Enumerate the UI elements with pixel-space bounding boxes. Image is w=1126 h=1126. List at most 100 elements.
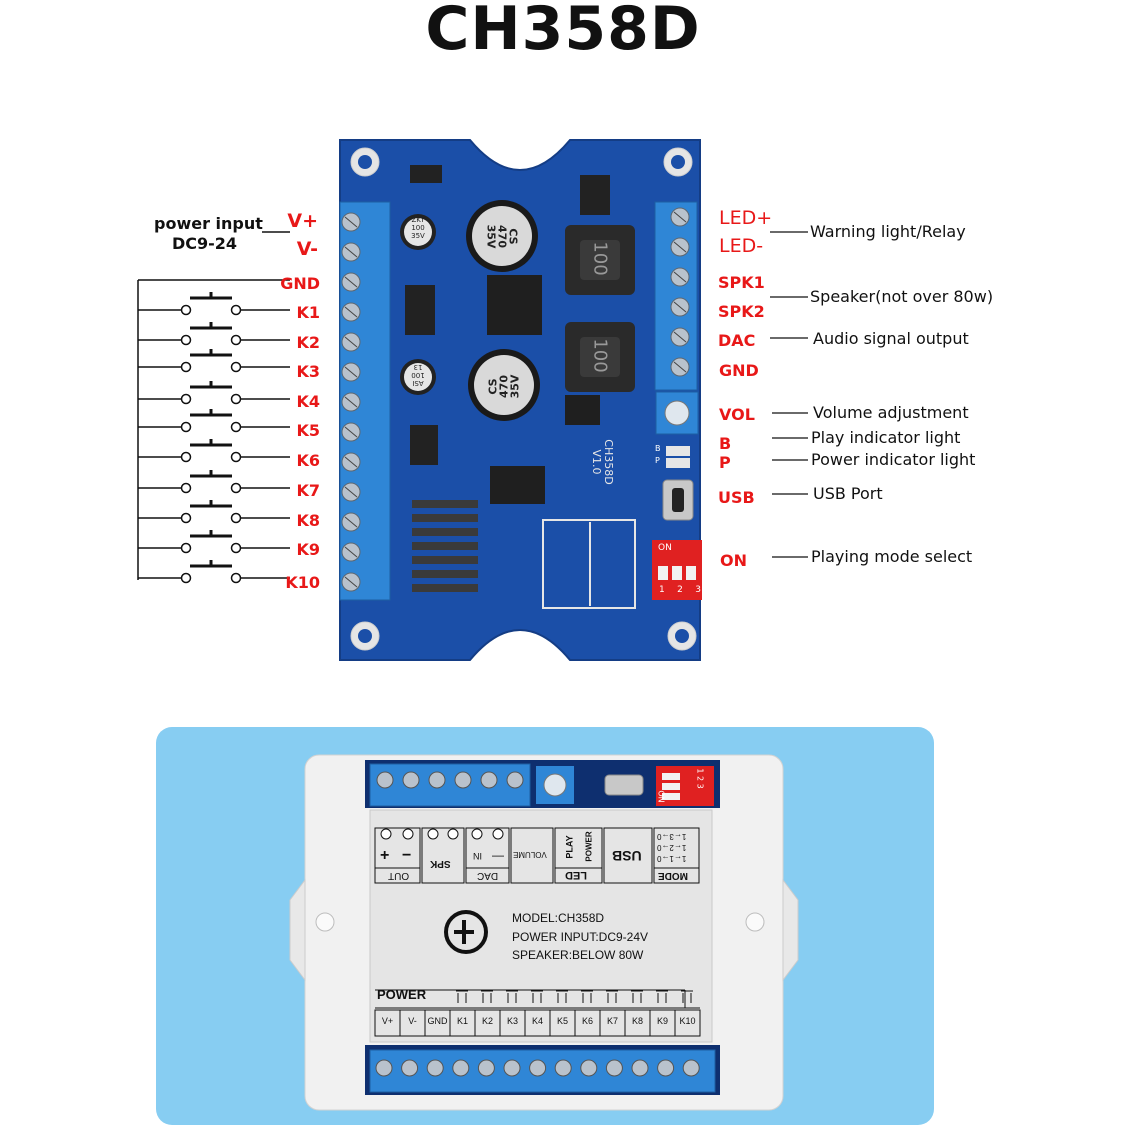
chip-main [487, 275, 542, 335]
pin-k10: K10 [285, 573, 320, 592]
pin-led-plus: LED+ [719, 207, 773, 229]
bottom-label-vplus: V+ [381, 1016, 394, 1026]
power-input-text: POWER INPUT:DC9-24V [512, 930, 649, 944]
terminal-screw [580, 1059, 598, 1077]
switch-icon [681, 990, 693, 1003]
pin-k2: K2 [296, 333, 320, 352]
usb-label: USB [612, 848, 642, 864]
volume-label: VOLUME [513, 850, 547, 859]
pin-usb: USB [718, 488, 755, 507]
dip-switch [652, 540, 702, 600]
mode-label: MODE [658, 870, 688, 881]
switch-contact [180, 361, 192, 373]
out-minus: − [402, 847, 412, 864]
switch-contact [230, 572, 242, 584]
terminal-screw [402, 771, 420, 789]
power-input-label: power input [154, 214, 263, 233]
power-plate-label: POWER [377, 987, 427, 1002]
regulator-2 [410, 425, 438, 465]
desc-led: Warning light/Relay [810, 222, 966, 241]
switch-contact [180, 512, 192, 524]
terminal-screw [503, 1059, 521, 1077]
terminal-screw [480, 771, 498, 789]
pin-k8: K8 [296, 511, 320, 530]
capacitor-1 [466, 200, 538, 272]
led-b [666, 446, 690, 456]
mount-hole-right [745, 912, 765, 932]
terminal-screw [631, 1059, 649, 1077]
desc-power-light: Power indicator light [811, 450, 976, 469]
top-terminal-block [369, 763, 531, 807]
terminal-screw [682, 1059, 700, 1077]
label-plate [369, 809, 713, 1043]
switch-contact [230, 451, 242, 463]
bottom-label-gnd: GND [427, 1016, 448, 1026]
switch-contact [230, 482, 242, 494]
bottom-label-k5: K5 [556, 1016, 568, 1026]
pin-on: ON [720, 551, 747, 570]
bottom-label-k1: K1 [456, 1016, 468, 1026]
desc-dac: Audio signal output [813, 329, 969, 348]
bottom-label-k9: K9 [656, 1016, 668, 1026]
board-diagram [137, 139, 808, 661]
page-title: CH358D [425, 0, 701, 64]
switch-contact [230, 304, 242, 316]
desc-play-light: Play indicator light [811, 428, 961, 447]
desc-volume: Volume adjustment [813, 403, 969, 422]
pin-k7: K7 [296, 481, 320, 500]
switch-contact [180, 334, 192, 346]
power-input-range: DC9-24 [172, 234, 238, 253]
regulator [405, 285, 435, 335]
capacitor-2 [468, 349, 540, 421]
mode-rows: 1←1→0 1←2→0 1←3→0 [657, 832, 687, 863]
power-led-label: POWER [584, 831, 594, 862]
brand-logo [444, 910, 488, 954]
pin-gnd-right: GND [719, 361, 759, 380]
terminal-screw [428, 771, 446, 789]
terminal-screw [401, 1059, 419, 1077]
switch-contact [230, 393, 242, 405]
led-p [666, 458, 690, 468]
pin-k3: K3 [296, 362, 320, 381]
bottom-label-k7: K7 [606, 1016, 618, 1026]
pin-b: B [719, 434, 732, 453]
dac-label: DAC [477, 870, 499, 881]
pin-dac: DAC [718, 331, 756, 350]
terminal-screw [477, 1059, 495, 1077]
desc-usb: USB Port [813, 484, 883, 503]
bottom-label-k4: K4 [531, 1016, 543, 1026]
leader-lines [770, 231, 808, 558]
board-led-b-label: B [655, 444, 661, 453]
switch-contact [180, 393, 192, 405]
pin-spk1: SPK1 [718, 273, 765, 292]
switch-contact [180, 482, 192, 494]
pin-v-plus: V+ [287, 210, 318, 232]
switch-icon [456, 990, 468, 1003]
switch-icon [631, 990, 643, 1003]
switch-contact [230, 512, 242, 524]
pin-k9: K9 [296, 540, 320, 559]
top-dip-on: ON [656, 790, 666, 803]
chip-audio [490, 466, 545, 504]
pin-k5: K5 [296, 421, 320, 440]
resistor-array [412, 500, 478, 592]
switch-contact [180, 451, 192, 463]
bottom-label-k2: K2 [481, 1016, 493, 1026]
pin-k4: K4 [296, 392, 320, 411]
top-usb [604, 774, 644, 796]
led-label: LED [565, 869, 587, 881]
in-label: IN [473, 851, 482, 861]
left-terminal-block [339, 201, 391, 601]
module-area [542, 519, 636, 609]
small-capacitor-2 [400, 359, 436, 395]
spk-label: SPK [430, 858, 451, 869]
play-label: PLAY [564, 835, 575, 859]
switch-contact [230, 361, 242, 373]
terminal-screw [605, 1059, 623, 1077]
potentiometer [655, 391, 699, 435]
switch-contact [180, 421, 192, 433]
top-dip-nums: 1 2 3 [695, 768, 705, 789]
pin-k1: K1 [296, 303, 320, 322]
